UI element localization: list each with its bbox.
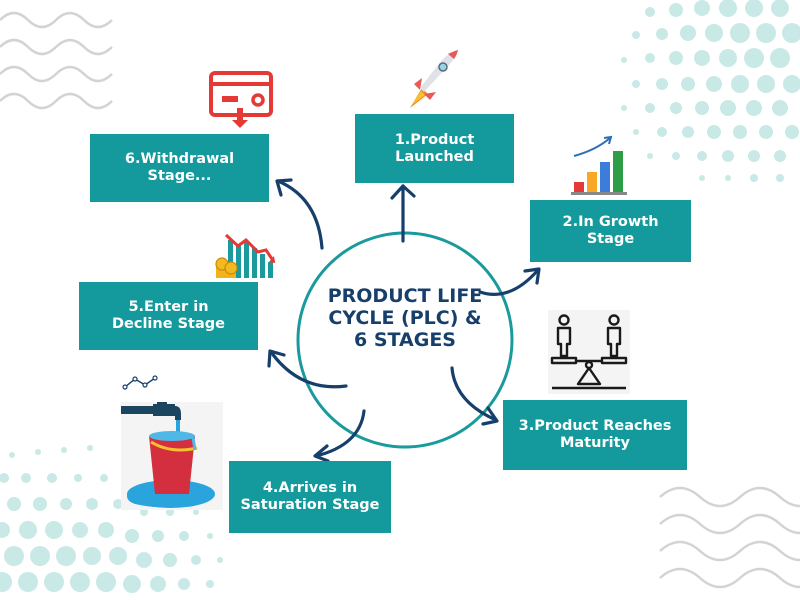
- stage-3-label-line-2: Maturity: [560, 435, 630, 451]
- center-circle: [296, 231, 514, 449]
- dot-pattern-top-right: [621, 0, 800, 182]
- trend-line-icon: [122, 375, 158, 390]
- title-line-1: PRODUCT LIFE: [327, 285, 483, 307]
- stage-1-label-line-1: 1.Product: [394, 131, 475, 148]
- stage-4-box: 4.Arrives in Saturation Stage: [229, 461, 391, 533]
- arrow-to-stage-1: [390, 184, 416, 243]
- declining-chart-coins-icon: [215, 233, 276, 278]
- cycle-arrows: [267, 178, 541, 463]
- arrow-to-stage-2: [478, 267, 541, 296]
- arrow-to-stage-4: [313, 409, 366, 463]
- stage-6-label-line-2: Stage...: [147, 168, 212, 184]
- stage-4-label-line-2: Saturation Stage: [240, 497, 380, 513]
- stage-6-label-line-1: 6.Withdrawal: [124, 151, 235, 167]
- stage-2-label-line-2: Stage: [586, 231, 635, 247]
- stage-3-label-line-1: 3.Product Reaches: [518, 418, 672, 434]
- title-line-2: CYCLE (PLC) &: [328, 307, 482, 329]
- stage-2-box: 2.In Growth Stage: [530, 200, 691, 262]
- rocket-icon: [410, 50, 458, 108]
- card-withdrawal-icon: [209, 71, 273, 128]
- growth-bar-chart-icon: [571, 135, 627, 195]
- arrow-to-stage-6: [275, 178, 324, 250]
- balance-seesaw-icon: [548, 310, 630, 394]
- title-line-3: 6 STAGES: [354, 329, 456, 351]
- stage-1-box: 1.Product Launched: [355, 114, 514, 183]
- stage-5-label-line-1: 5.Enter in: [128, 299, 209, 315]
- dot-pattern-bottom-left: [0, 445, 223, 593]
- stage-6-box: 6.Withdrawal Stage...: [90, 134, 269, 202]
- stage-4-label-line-1: 4.Arrives in: [262, 480, 358, 496]
- stage-5-label-line-2: Decline Stage: [112, 316, 225, 332]
- arrow-to-stage-5: [267, 349, 348, 389]
- diagram-title: PRODUCT LIFE CYCLE (PLC) & 6 STAGES: [300, 285, 510, 351]
- arrow-to-stage-3: [450, 366, 499, 426]
- stage-5-box: 5.Enter in Decline Stage: [79, 282, 258, 350]
- wave-pattern-bottom-right: [659, 486, 800, 589]
- stage-2-label-line-1: 2.In Growth: [562, 214, 659, 230]
- overflowing-bucket-icon: [121, 402, 223, 510]
- stage-1-label-line-2: Launched: [395, 148, 474, 165]
- stage-3-box: 3.Product Reaches Maturity: [503, 400, 687, 470]
- wave-pattern-top-left: [0, 11, 113, 110]
